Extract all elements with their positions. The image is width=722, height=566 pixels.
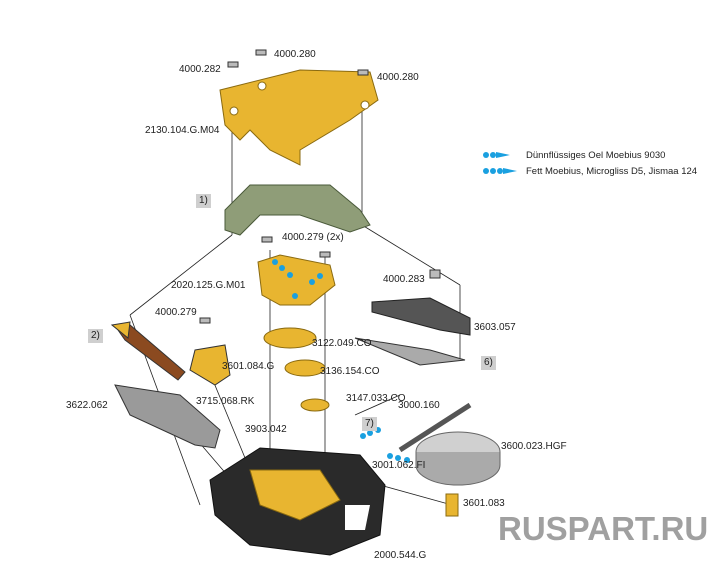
part-label: 3622.062: [66, 400, 108, 411]
watermark: RUSPART.RU: [498, 510, 709, 547]
part-label: 4000.283: [383, 274, 425, 285]
part-label: 4000.280: [377, 72, 419, 83]
callout-6: 6): [481, 356, 496, 370]
part-label: 3122.049.CO: [312, 338, 372, 349]
part-label: 4000.282: [179, 64, 221, 75]
part-label: 3903.042: [245, 424, 287, 435]
part-label: 3715.068.RK: [196, 396, 255, 407]
part-label: 3603.057: [474, 322, 516, 333]
callout-2: 2): [88, 329, 103, 343]
part-label: 3001.062.FI: [372, 460, 426, 471]
wheel-3147: [300, 398, 330, 412]
wheel-3136: [284, 359, 326, 377]
legend-grease: Fett Moebius, Microgliss D5, Jismaa 124: [526, 166, 698, 177]
gold-plate-part: [257, 254, 336, 306]
part-label: 3136.154.CO: [320, 366, 380, 377]
gold-bridge-part: [219, 69, 379, 166]
part-label: 3147.033.CO: [346, 393, 406, 404]
part-label: 4000.279: [155, 307, 197, 318]
screws: [199, 49, 441, 324]
wheel-3122: [263, 327, 317, 349]
part-label: 4000.279 (2x): [282, 232, 344, 243]
part-label: 4000.280: [274, 49, 316, 60]
green-bridge-part: [224, 184, 371, 236]
steel-lever-part: [114, 384, 221, 449]
oil-markers: [272, 152, 517, 463]
part-label: 3601.084.G: [222, 361, 275, 372]
lever-3603: [371, 297, 471, 336]
part-label: 2000.544.G: [374, 550, 427, 561]
part-label: 2130.104.G.M04: [145, 125, 220, 136]
part-label: 3600.023.HGF: [501, 441, 567, 452]
part-label: 3601.083: [463, 498, 505, 509]
callout-1: 1): [196, 194, 211, 208]
part-label: 2020.125.G.M01: [171, 280, 246, 291]
part-label: 3000.160: [398, 400, 440, 411]
legend-oil: Dünnflüssiges Oel Moebius 9030: [526, 150, 666, 161]
callout-7: 7): [362, 417, 377, 431]
